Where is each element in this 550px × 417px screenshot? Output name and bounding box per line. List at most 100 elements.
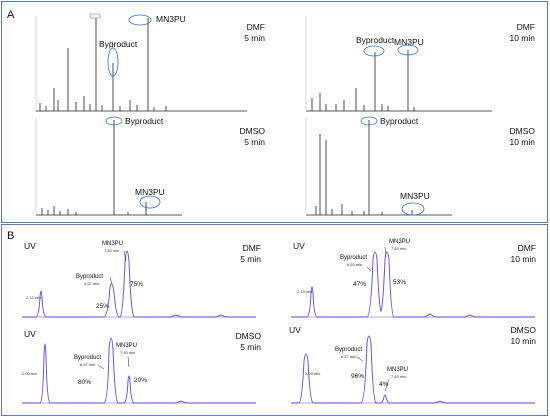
product-label: MN3PU [135,187,165,197]
byproduct-percent: 25% [96,303,110,310]
condition-label: DMF 10 min [481,243,536,264]
product-time: 7.83 min [120,350,136,355]
solvent-label: DMSO [239,126,266,136]
product-percent: 20% [134,377,148,384]
time-label: 10 min [510,253,536,264]
product-label: MN3PU [400,191,430,201]
panel-b-letter: B [7,230,15,242]
time-label: 5 min [240,341,261,352]
solvent-label: DMF [246,22,265,32]
uv-trace [291,335,535,404]
spectrum-peaks [306,50,492,112]
time-label: 5 min [244,136,265,147]
condition-label: DMSO 10 min [480,126,535,147]
condition-label: DMF 5 min [206,243,261,264]
chromatogram-dmso-5min: UV 2.05 min Byproduct 6.57 min 80% MN3PU… [16,325,271,413]
condition-label: DMSO 10 min [481,325,536,346]
product-label: MN3PU [116,343,138,349]
byproduct-label: Byproduct [74,355,102,361]
byproduct-label: Byproduct [76,274,104,280]
product-percent: 75% [130,281,144,288]
byproduct-percent: 96% [351,373,365,380]
product-pointer [384,378,390,392]
byproduct-pointer [109,276,113,285]
product-highlight-circle [139,195,161,209]
product-pointer [123,250,127,262]
panel-a-mass-spectra: A [1,1,548,223]
byproduct-label: Byproduct [99,39,138,49]
product-percent: 4% [379,381,389,388]
product-label: MN3PU [156,14,186,24]
product-pointer [127,356,130,368]
byproduct-time: 6.57 min [84,281,100,286]
uv-label: UV [293,241,305,251]
time-label: 10 min [509,136,535,147]
solvent-label: DMSO [235,331,262,341]
condition-label: DMSO 5 min [206,331,262,352]
solvent-label: DMSO [510,325,537,335]
byproduct-label: Byproduct [380,116,419,126]
uv-trace [291,251,535,318]
product-label: MN3PU [389,239,411,245]
spectrum-dmf-5min-plot [35,13,247,112]
chromatogram-dmso-5min-plot [22,337,256,404]
chromatogram-dmf-10min-plot [291,246,535,318]
byproduct-label: Byproduct [356,35,395,45]
spectrum-peaks [36,120,182,216]
chromatogram-dmf-5min-plot [22,250,256,318]
solvent-label: DMF [516,22,535,32]
byproduct-pointer [97,364,105,370]
byproduct-label: Byproduct [335,347,363,353]
spectrum-dmso-5min-plot [35,116,182,216]
product-label: MN3PU [394,37,424,47]
product-label: MN3PU [102,241,124,247]
panel-a-letter: A [7,9,15,21]
uv-trace [22,337,256,404]
byproduct-pointer [356,356,364,362]
product-highlight-circle [397,44,419,56]
spectrum-dmso-10min: Byproduct MN3PU DMSO 10 min [302,114,542,220]
byproduct-highlight-circle [105,116,123,126]
uv-trace [22,250,256,318]
byproduct-time: 6.63 min [347,262,363,267]
product-label: MN3PU [387,367,409,373]
spectrum-dmf-5min: Byproduct MN3PU DMF 5 min [32,8,272,116]
condition-label: DMF 10 min [480,22,535,43]
product-time: 7.83 min [391,246,407,251]
byproduct-pointer [366,266,372,272]
product-percent: 53% [393,279,407,286]
time-label: 10 min [510,335,536,346]
solvent-label: DMF [242,243,261,253]
spectrum-dmso-5min: Byproduct MN3PU DMSO 5 min [32,114,272,220]
chromatogram-dmf-5min: UV 2.13 min Byproduct 6.57 min 25% MN3PU… [16,237,271,325]
byproduct-highlight-circle [360,116,378,126]
chromatogram-dmf-10min: UV 2.13 min Byproduct 6.63 min 47% MN3PU… [285,237,543,325]
byproduct-label: Byproduct [125,116,164,126]
byproduct-highlight-circle [363,45,385,57]
byproduct-time: 6.57 min [341,354,357,359]
solvent-label: DMSO [509,126,536,136]
byproduct-percent: 80% [78,379,92,386]
time-label: 5 min [240,253,261,264]
byproduct-time: 6.57 min [80,362,96,367]
uv-label: UV [24,329,36,339]
time-label: 10 min [509,32,535,43]
spectrum-dmso-10min-plot [305,116,452,216]
chromatogram-dmso-10min: UV 2.03 min Byproduct 6.57 min 96% MN3PU… [285,325,543,413]
product-highlight-circle [401,202,425,216]
first-peak-time: 2.03 min [305,371,321,376]
product-pointer [384,246,387,258]
product-time: 7.83 min [391,374,407,379]
byproduct-percent: 47% [353,281,367,288]
first-peak-time: 2.05 min [22,371,38,376]
spectrum-peaks [36,18,247,112]
first-peak-time: 2.13 min [26,295,42,300]
solvent-label: DMF [517,243,536,253]
condition-label: DMF 5 min [210,22,265,43]
panel-b-uv-chromatograms: B UV 2.13 min Byproduct 6.57 min 25% MN3… [1,224,548,416]
chromatogram-dmso-10min-plot [291,335,535,404]
product-highlight-circle [128,14,152,26]
peak-label-box [89,13,101,19]
condition-label: DMSO 5 min [210,126,266,147]
first-peak-time: 2.13 min [297,289,313,294]
